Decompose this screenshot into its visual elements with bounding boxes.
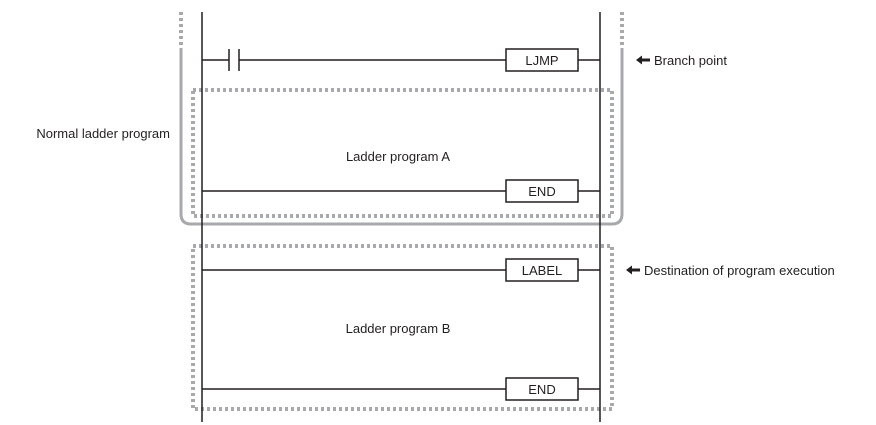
destination-label: Destination of program execution [644, 263, 835, 278]
end-a-instruction-label: END [528, 184, 555, 199]
branch-point-label: Branch point [654, 53, 727, 68]
program-a-label: Ladder program A [346, 149, 450, 164]
normal-program-frame [179, 48, 624, 226]
rung-end-a: END [202, 179, 600, 203]
rung-ljmp: LJMP [202, 48, 600, 72]
program-b-label: Ladder program B [346, 321, 451, 336]
rung-end-b: END [202, 377, 600, 401]
label-instruction-label: LABEL [522, 263, 562, 278]
program-b-dotted-box [191, 244, 614, 411]
left-arrow-icon [636, 55, 650, 65]
normal-ladder-program-label: Normal ladder program [36, 126, 170, 141]
end-b-instruction-label: END [528, 382, 555, 397]
program-a-dotted-box [191, 88, 614, 218]
left-arrow-icon [626, 265, 640, 275]
ljmp-instruction-label: LJMP [525, 53, 558, 68]
rung-label: LABEL [202, 258, 600, 282]
